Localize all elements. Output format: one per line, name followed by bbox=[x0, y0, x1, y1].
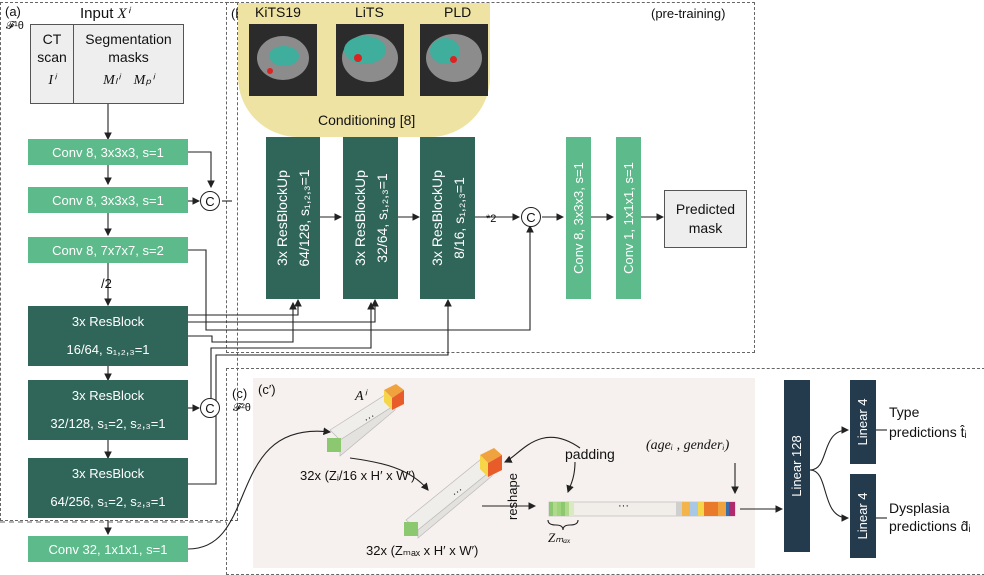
pretraining-label: (pre-training) bbox=[651, 6, 726, 21]
linear4-type-text: Linear 4 bbox=[855, 398, 870, 446]
resblock1-title: 3x ResBlock bbox=[71, 314, 145, 329]
concat-node-b: C bbox=[521, 207, 541, 227]
panel-c-prime-label: (c′) bbox=[258, 382, 276, 397]
upsample-label: *2 bbox=[486, 213, 497, 225]
conv32-block: Conv 32, 1x1x1, s=1 bbox=[28, 536, 188, 562]
concat-node-a: C bbox=[200, 191, 220, 211]
conv1-block: Conv 8, 3x3x3, s=1 bbox=[28, 139, 188, 165]
ct-scan-cell: CT scan Iⁱ bbox=[31, 25, 74, 103]
tensor-big-dims: 32x (Zₘₐₓ x H′ x W′) bbox=[366, 543, 479, 558]
decoder-conv8-text: Conv 8, 3x3x3, s=1 bbox=[570, 162, 586, 274]
panel-c-prime-bg bbox=[253, 378, 755, 568]
conv2-block: Conv 8, 3x3x3, s=1 bbox=[28, 187, 188, 213]
vector-ellipsis: ··· bbox=[618, 500, 629, 512]
conditioning-label: Conditioning [8] bbox=[318, 112, 416, 128]
linear128-block: Linear 128 bbox=[784, 380, 810, 552]
dysplasia-predictions-label: predictions d̂ᵢ bbox=[889, 518, 971, 534]
dataset-kits19: KiTS19 bbox=[255, 4, 301, 20]
seg-vars: Mₗⁱ Mₚⁱ bbox=[103, 73, 154, 88]
age-gender-label: (ageᵢ , genderᵢ) bbox=[646, 438, 730, 453]
resblock1: 3x ResBlock 16/64, s₁,₂,₃=1 bbox=[28, 306, 188, 366]
ct-image-pld bbox=[420, 24, 488, 96]
panel-b-frame bbox=[226, 2, 755, 353]
ct-image-kits19 bbox=[249, 24, 317, 96]
dataset-lits: LiTS bbox=[355, 4, 384, 20]
tensor-a bbox=[327, 384, 404, 457]
tensor-big bbox=[404, 448, 502, 539]
dataset-pld: PLD bbox=[444, 4, 472, 20]
downsample-label: /2 bbox=[101, 276, 112, 291]
resblock2: 3x ResBlock 32/128, s₁=2, s₂,₃=1 bbox=[28, 380, 188, 440]
type-label: Type bbox=[889, 404, 920, 420]
resblock3: 3x ResBlock 64/256, s₁=2, s₂,₃=1 bbox=[28, 458, 188, 518]
resblock2-title: 3x ResBlock bbox=[71, 388, 145, 403]
flat-vector bbox=[548, 501, 736, 517]
zmax-label: Zₘₐₓ bbox=[548, 530, 571, 545]
resblock3-title: 3x ResBlock bbox=[71, 466, 145, 481]
panel-a-frame bbox=[0, 2, 238, 521]
seg-label: Segmentation masks bbox=[85, 31, 172, 65]
tensor-a-dims: 32x (Zᵢ/16 x H′ x W′) bbox=[300, 468, 416, 483]
linear4-dysplasia-block: Linear 4 bbox=[850, 474, 876, 558]
resblock1-params: 16/64, s₁,₂,₃=1 bbox=[66, 342, 150, 357]
panel-a-label: (a) bbox=[5, 4, 21, 19]
ct-label: CT scan bbox=[37, 31, 67, 65]
input-title: Input Xⁱ bbox=[80, 5, 130, 22]
linear4-dysplasia-text: Linear 4 bbox=[855, 492, 870, 540]
predicted-mask-box: Predicted mask bbox=[664, 190, 747, 248]
linear128-text: Linear 128 bbox=[789, 435, 804, 497]
panel-c-label: (c) bbox=[232, 386, 248, 401]
reshape-label: reshape bbox=[505, 473, 520, 520]
conv3-block: Conv 8, 7x7x7, s=2 bbox=[28, 237, 188, 263]
ct-image-lits bbox=[336, 24, 404, 96]
tensor-a-label: Aⁱ bbox=[355, 389, 367, 404]
ct-var: Iⁱ bbox=[48, 73, 56, 88]
resblock2-params: 32/128, s₁=2, s₂,₃=1 bbox=[50, 416, 166, 431]
input-box: CT scan Iⁱ Segmentation masks Mₗⁱ Mₚⁱ bbox=[30, 24, 184, 104]
decoder-conv1: Conv 1, 1x1x1, s=1 bbox=[616, 137, 641, 299]
padding-label: padding bbox=[565, 446, 615, 462]
concat-node-c: C bbox=[200, 398, 220, 418]
type-predictions-label: predictions t̂ᵢ bbox=[889, 424, 967, 440]
decoder-conv8: Conv 8, 3x3x3, s=1 bbox=[566, 137, 591, 299]
seg-cell: Segmentation masks Mₗⁱ Mₚⁱ bbox=[74, 25, 183, 103]
decoder-conv1-text: Conv 1, 1x1x1, s=1 bbox=[620, 162, 636, 274]
panel-a-function: 𝓕¹θ bbox=[6, 20, 24, 32]
panel-c-function: 𝓕²θ bbox=[233, 402, 251, 414]
dysplasia-label: Dysplasia bbox=[889, 500, 950, 516]
linear4-type-block: Linear 4 bbox=[850, 380, 876, 464]
resblock3-params: 64/256, s₁=2, s₂,₃=1 bbox=[50, 494, 166, 509]
